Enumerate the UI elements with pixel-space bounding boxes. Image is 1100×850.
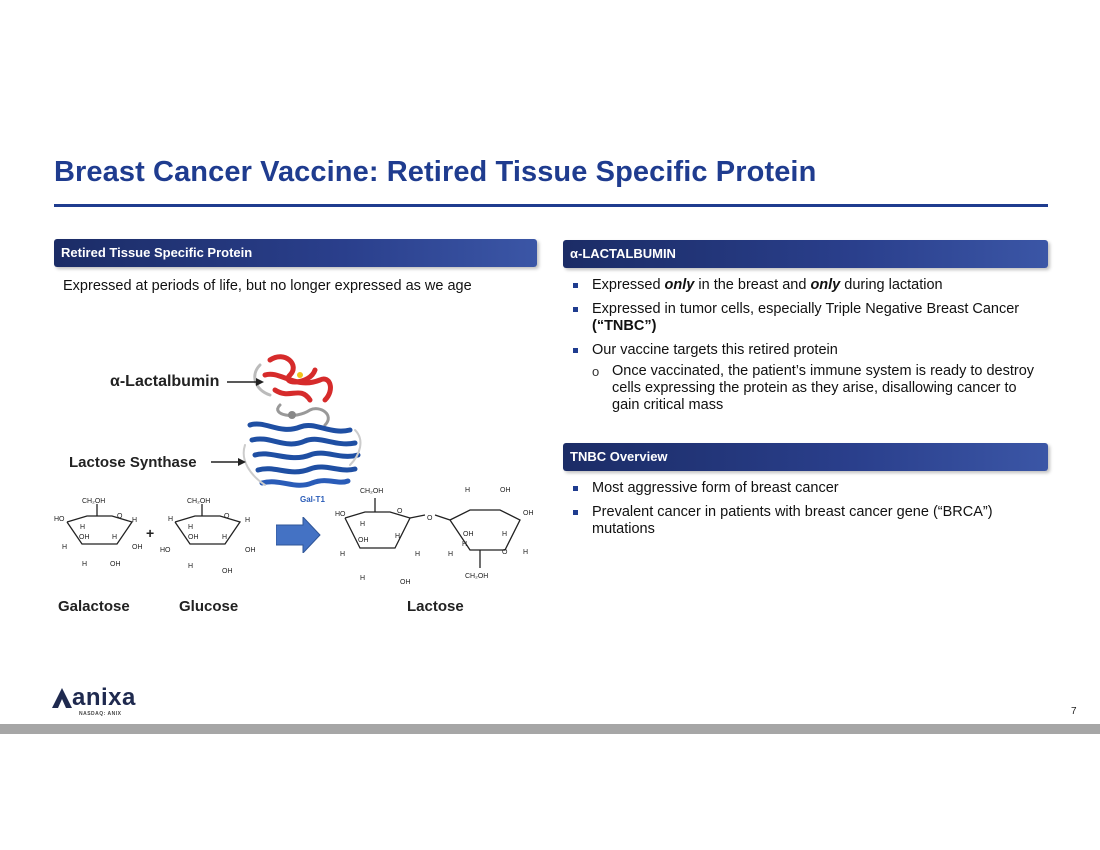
alpha-lactalbumin-bullets: Expressed only in the breast and only du…	[568, 277, 1038, 421]
svg-text:OH: OH	[400, 579, 411, 586]
svg-text:HO: HO	[335, 511, 346, 518]
page-title: Breast Cancer Vaccine: Retired Tissue Sp…	[54, 156, 817, 188]
alpha-lactalbumin-header: α-LACTALBUMIN	[563, 240, 1048, 268]
svg-text:H: H	[360, 575, 365, 582]
reaction-arrow	[276, 517, 321, 553]
svg-text:CH₂OH: CH₂OH	[360, 488, 383, 495]
svg-text:HO: HO	[160, 547, 171, 554]
footer-bar	[0, 724, 1100, 734]
svg-text:H: H	[502, 531, 507, 538]
svg-text:H: H	[245, 517, 250, 524]
svg-text:OH: OH	[132, 544, 143, 551]
svg-text:OH: OH	[222, 568, 233, 575]
svg-text:OH: OH	[463, 531, 474, 538]
svg-text:H: H	[523, 549, 528, 556]
svg-text:OH: OH	[188, 534, 199, 541]
alpha-lactalbumin-label: α-Lactalbumin	[110, 373, 220, 390]
anixa-logo-icon	[52, 688, 72, 708]
svg-text:OH: OH	[79, 534, 90, 541]
lactose-label: Lactose	[407, 598, 464, 615]
svg-text:O: O	[502, 549, 508, 556]
bullet-brca: Prevalent cancer in patients with breast…	[568, 504, 1043, 538]
svg-text:H: H	[168, 516, 173, 523]
tnbc-bullets: Most aggressive form of breast cancer Pr…	[568, 480, 1043, 545]
svg-text:H: H	[62, 544, 67, 551]
title-underline	[54, 204, 1048, 207]
bullet-expressed-only: Expressed only in the breast and only du…	[568, 277, 1038, 294]
svg-text:H: H	[395, 533, 400, 540]
page-number: 7	[1071, 706, 1077, 717]
svg-text:CH₂OH: CH₂OH	[82, 498, 105, 505]
svg-text:O: O	[224, 513, 230, 520]
gal-t1-label: Gal-T1	[300, 495, 325, 504]
svg-text:H: H	[188, 524, 193, 531]
retired-protein-header: Retired Tissue Specific Protein	[54, 239, 537, 267]
svg-text:O: O	[427, 515, 433, 522]
galactose-label: Galactose	[58, 598, 130, 615]
anixa-logo: anixa	[72, 684, 136, 711]
svg-text:OH: OH	[110, 561, 121, 568]
svg-text:H: H	[415, 551, 420, 558]
svg-text:OH: OH	[523, 510, 534, 517]
svg-text:O: O	[397, 508, 403, 515]
svg-text:OH: OH	[500, 487, 511, 494]
svg-text:H: H	[462, 541, 467, 548]
svg-text:H: H	[80, 524, 85, 531]
plus-sign: +	[146, 525, 155, 541]
svg-text:H: H	[82, 561, 87, 568]
svg-text:H: H	[222, 534, 227, 541]
svg-text:H: H	[340, 551, 345, 558]
glucose-label: Glucose	[179, 598, 239, 615]
svg-text:CH₂OH: CH₂OH	[465, 573, 488, 580]
svg-text:H: H	[360, 521, 365, 528]
bullet-vaccine-target: Our vaccine targets this retired protein…	[568, 342, 1038, 414]
protein-structure-illustration: Gal-T1	[242, 354, 362, 504]
svg-text:H: H	[465, 487, 470, 494]
svg-text:O: O	[117, 513, 123, 520]
synthase-pointer-arrow	[211, 458, 246, 466]
svg-text:OH: OH	[245, 547, 256, 554]
svg-text:CH₂OH: CH₂OH	[187, 498, 210, 505]
ticker-label: NASDAQ: ANIX	[79, 711, 122, 717]
svg-text:H: H	[132, 517, 137, 524]
lactose-synthase-label: Lactose Synthase	[69, 454, 197, 471]
sub-bullet-immune-system: Once vaccinated, the patient’s immune sy…	[592, 363, 1038, 414]
svg-text:H: H	[188, 563, 193, 570]
bullet-aggressive: Most aggressive form of breast cancer	[568, 480, 1043, 497]
tnbc-overview-header: TNBC Overview	[563, 443, 1048, 471]
svg-text:H: H	[448, 551, 453, 558]
svg-text:H: H	[112, 534, 117, 541]
retired-protein-description: Expressed at periods of life, but no lon…	[63, 278, 472, 294]
bullet-tumor-cells: Expressed in tumor cells, especially Tri…	[568, 301, 1038, 335]
svg-text:OH: OH	[358, 537, 369, 544]
lactalbumin-pointer-arrow	[227, 378, 264, 386]
svg-text:HO: HO	[54, 516, 65, 523]
